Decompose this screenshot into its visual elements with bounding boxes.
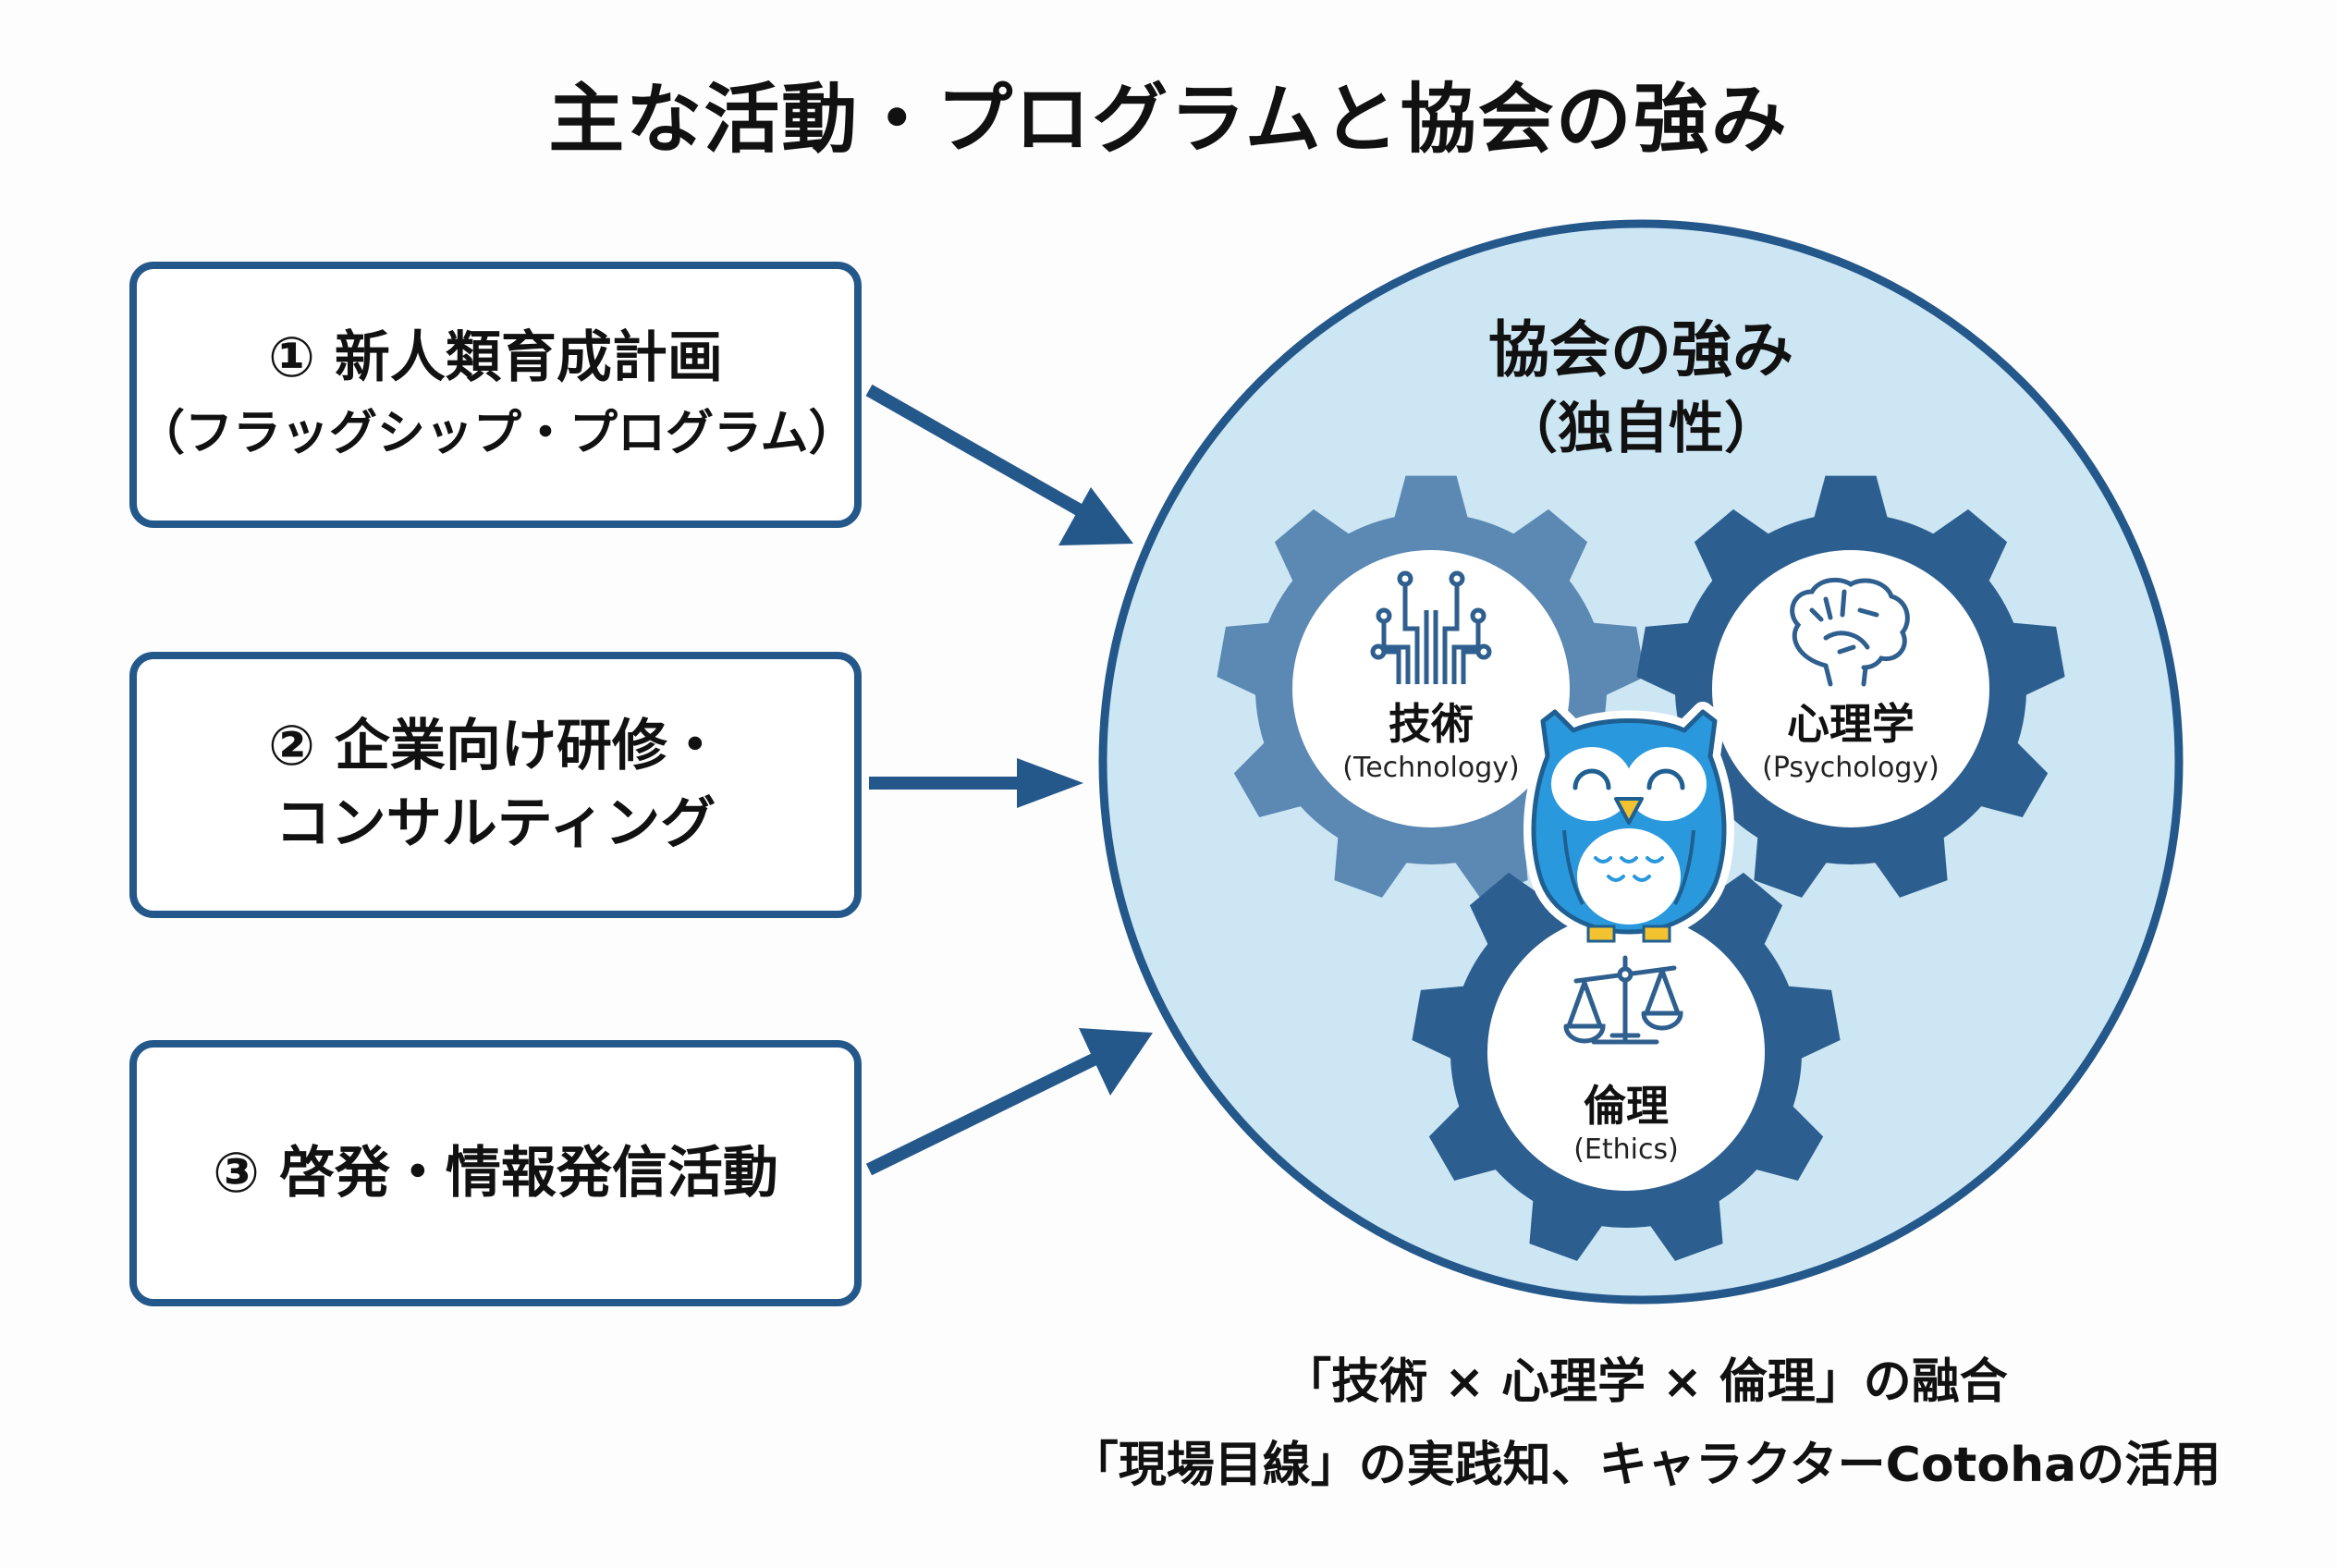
technology-label: 技術 — [1389, 699, 1474, 749]
gear-ethics — [1412, 839, 1841, 1261]
psychology-label: 心理学 — [1787, 699, 1915, 749]
ethics-label: 倫理 — [1584, 1081, 1669, 1131]
arrow-2 — [869, 758, 1083, 808]
owl-mascot — [1523, 702, 1734, 943]
scales-icon — [1563, 955, 1683, 1045]
gear-psychology-center — [1712, 550, 1989, 827]
activity-box-2: ② 企業向け研修・ コンサルティング — [129, 652, 862, 918]
activity-2-title: ② 企業向け研修・ — [268, 714, 723, 778]
ethics-english: (Ethics) — [1573, 1133, 1679, 1166]
activity-box-1: ① 新人類育成計画 （フラッグシップ・プログラム） — [129, 262, 862, 528]
gear-label-ethics: 倫理 (Ethics) — [1487, 1080, 1765, 1169]
practice-statement: 「現場目線」の実践知、キャラクターCotohaの活用 — [1070, 1438, 2221, 1493]
strengths-title: 協会の強み — [1488, 314, 1793, 386]
activity-3-title: ③ 啓発・情報発信活動 — [213, 1141, 778, 1206]
strengths-subtitle: （独自性） — [1502, 397, 1780, 461]
gear-label-technology: 技術 (Technology) — [1292, 698, 1570, 787]
psychology-english: (Psychology) — [1762, 752, 1939, 784]
page-title: 主な活動・プログラムと協会の強み — [548, 76, 1789, 164]
gear-ethics-center — [1487, 913, 1765, 1191]
gear-label-psychology: 心理学 (Psychology) — [1712, 698, 1989, 787]
arrow-3 — [865, 1028, 1153, 1176]
activity-1-subtitle: （フラッグシップ・プログラム） — [137, 406, 857, 461]
gear-technology-center — [1292, 550, 1570, 827]
activity-box-3: ③ 啓発・情報発信活動 — [129, 1040, 862, 1306]
fusion-statement: 「技術 × 心理学 × 倫理」の融合 — [1283, 1354, 2008, 1410]
arrow-1 — [865, 384, 1133, 545]
activity-2-subtitle: コンサルティング — [275, 791, 716, 856]
brain-icon — [1790, 577, 1910, 687]
activity-1-title: ① 新人類育成計画 — [268, 325, 723, 390]
circuit-icon — [1370, 570, 1492, 684]
gear-psychology — [1636, 475, 2065, 898]
technology-english: (Technology) — [1342, 752, 1520, 784]
